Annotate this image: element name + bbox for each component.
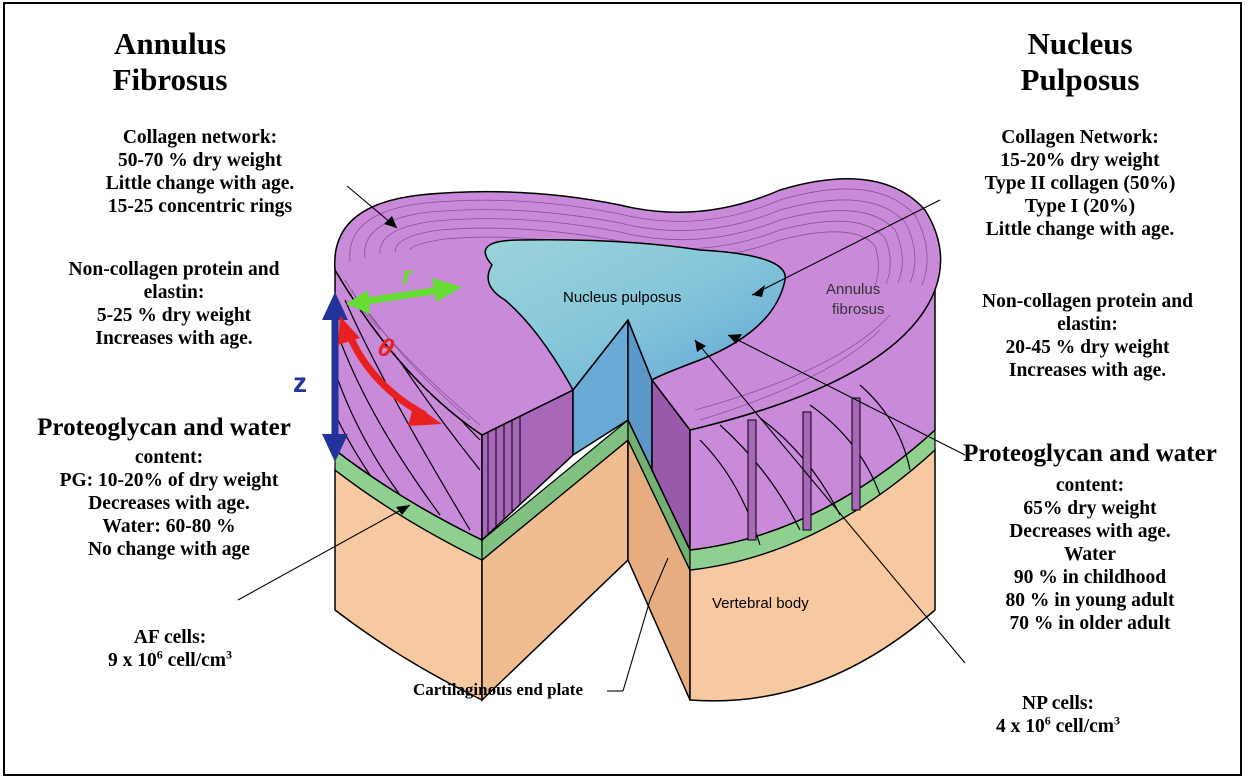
af-cells-block: AF cells: 9 x 106 cell/cm3 <box>70 626 270 672</box>
z-axis-label: z <box>293 367 307 398</box>
nucleus-pg-line: Decreases with age. <box>955 520 1225 543</box>
annulus-pg-block: content: PG: 10-20% of dry weight Decrea… <box>24 446 314 561</box>
nucleus-noncollagen-line: 20-45 % dry weight <box>945 336 1230 359</box>
nucleus-collagen-line: Collagen Network: <box>940 126 1220 149</box>
nucleus-pulposus-label: Nucleus pulposus <box>563 289 681 306</box>
nucleus-noncollagen-line: elastin: <box>945 313 1230 336</box>
nucleus-collagen-line: Little change with age. <box>940 218 1220 241</box>
annulus-collagen-line: 15-25 concentric rings <box>60 195 340 218</box>
annulus-pg-heading-line: Proteoglycan and water <box>14 414 314 442</box>
endplate-label: Cartilaginous end plate <box>388 680 608 700</box>
np-cells-value: 4 x 106 cell/cm3 <box>958 715 1158 738</box>
nucleus-noncollagen-line: Increases with age. <box>945 359 1230 382</box>
annulus-fibrosus-label-2: fibrosus <box>832 301 885 318</box>
nucleus-pg-line: 70 % in older adult <box>955 612 1225 635</box>
annulus-collagen-line: Collagen network: <box>60 126 340 149</box>
nucleus-pg-line: 90 % in childhood <box>955 566 1225 589</box>
nucleus-collagen-line: 15-20% dry weight <box>940 149 1220 172</box>
nucleus-pg-heading: Proteoglycan and water <box>940 440 1240 468</box>
annulus-noncollagen-line: Non-collagen protein and <box>38 258 310 281</box>
annulus-title-line: Fibrosus <box>60 62 280 98</box>
annulus-noncollagen-line: Increases with age. <box>38 327 310 350</box>
annulus-noncollagen-line: elastin: <box>38 281 310 304</box>
annulus-pg-line: PG: 10-20% of dry weight <box>24 469 314 492</box>
nucleus-title-line: Nucleus <box>970 26 1190 62</box>
annulus-pg-line: Decreases with age. <box>24 492 314 515</box>
annulus-noncollagen-line: 5-25 % dry weight <box>38 304 310 327</box>
nucleus-collagen-line: Type II collagen (50%) <box>940 172 1220 195</box>
af-cells-label: AF cells: <box>70 626 270 649</box>
vertebral-body-label: Vertebral body <box>712 595 809 612</box>
nucleus-pg-block: content: 65% dry weight Decreases with a… <box>955 474 1225 635</box>
np-cells-label: NP cells: <box>958 692 1158 715</box>
annulus-noncollagen-block: Non-collagen protein and elastin: 5-25 %… <box>38 258 310 350</box>
annulus-title: Annulus Fibrosus <box>60 26 280 98</box>
annulus-pg-line: No change with age <box>24 538 314 561</box>
nucleus-pg-heading-line: Proteoglycan and water <box>940 440 1240 468</box>
nucleus-pg-line: Water <box>955 543 1225 566</box>
nucleus-title-line: Pulposus <box>970 62 1190 98</box>
annulus-fibrosus-label-1: Annulus <box>826 281 880 298</box>
annulus-pg-line: content: <box>24 446 314 469</box>
nucleus-collagen-block: Collagen Network: 15-20% dry weight Type… <box>940 126 1220 241</box>
annulus-pg-line: Water: 60-80 % <box>24 515 314 538</box>
nucleus-title: Nucleus Pulposus <box>970 26 1190 98</box>
nucleus-noncollagen-block: Non-collagen protein and elastin: 20-45 … <box>945 290 1230 382</box>
annulus-title-line: Annulus <box>60 26 280 62</box>
nucleus-pg-line: 65% dry weight <box>955 497 1225 520</box>
annulus-pg-heading: Proteoglycan and water <box>14 414 314 442</box>
nucleus-pg-line: content: <box>955 474 1225 497</box>
nucleus-collagen-line: Type I (20%) <box>940 195 1220 218</box>
nucleus-pg-line: 80 % in young adult <box>955 589 1225 612</box>
annulus-collagen-line: 50-70 % dry weight <box>60 149 340 172</box>
np-cells-block: NP cells: 4 x 106 cell/cm3 <box>958 692 1158 738</box>
annulus-collagen-line: Little change with age. <box>60 172 340 195</box>
af-cells-value: 9 x 106 cell/cm3 <box>70 649 270 672</box>
nucleus-noncollagen-line: Non-collagen protein and <box>945 290 1230 313</box>
annulus-collagen-block: Collagen network: 50-70 % dry weight Lit… <box>60 126 340 218</box>
